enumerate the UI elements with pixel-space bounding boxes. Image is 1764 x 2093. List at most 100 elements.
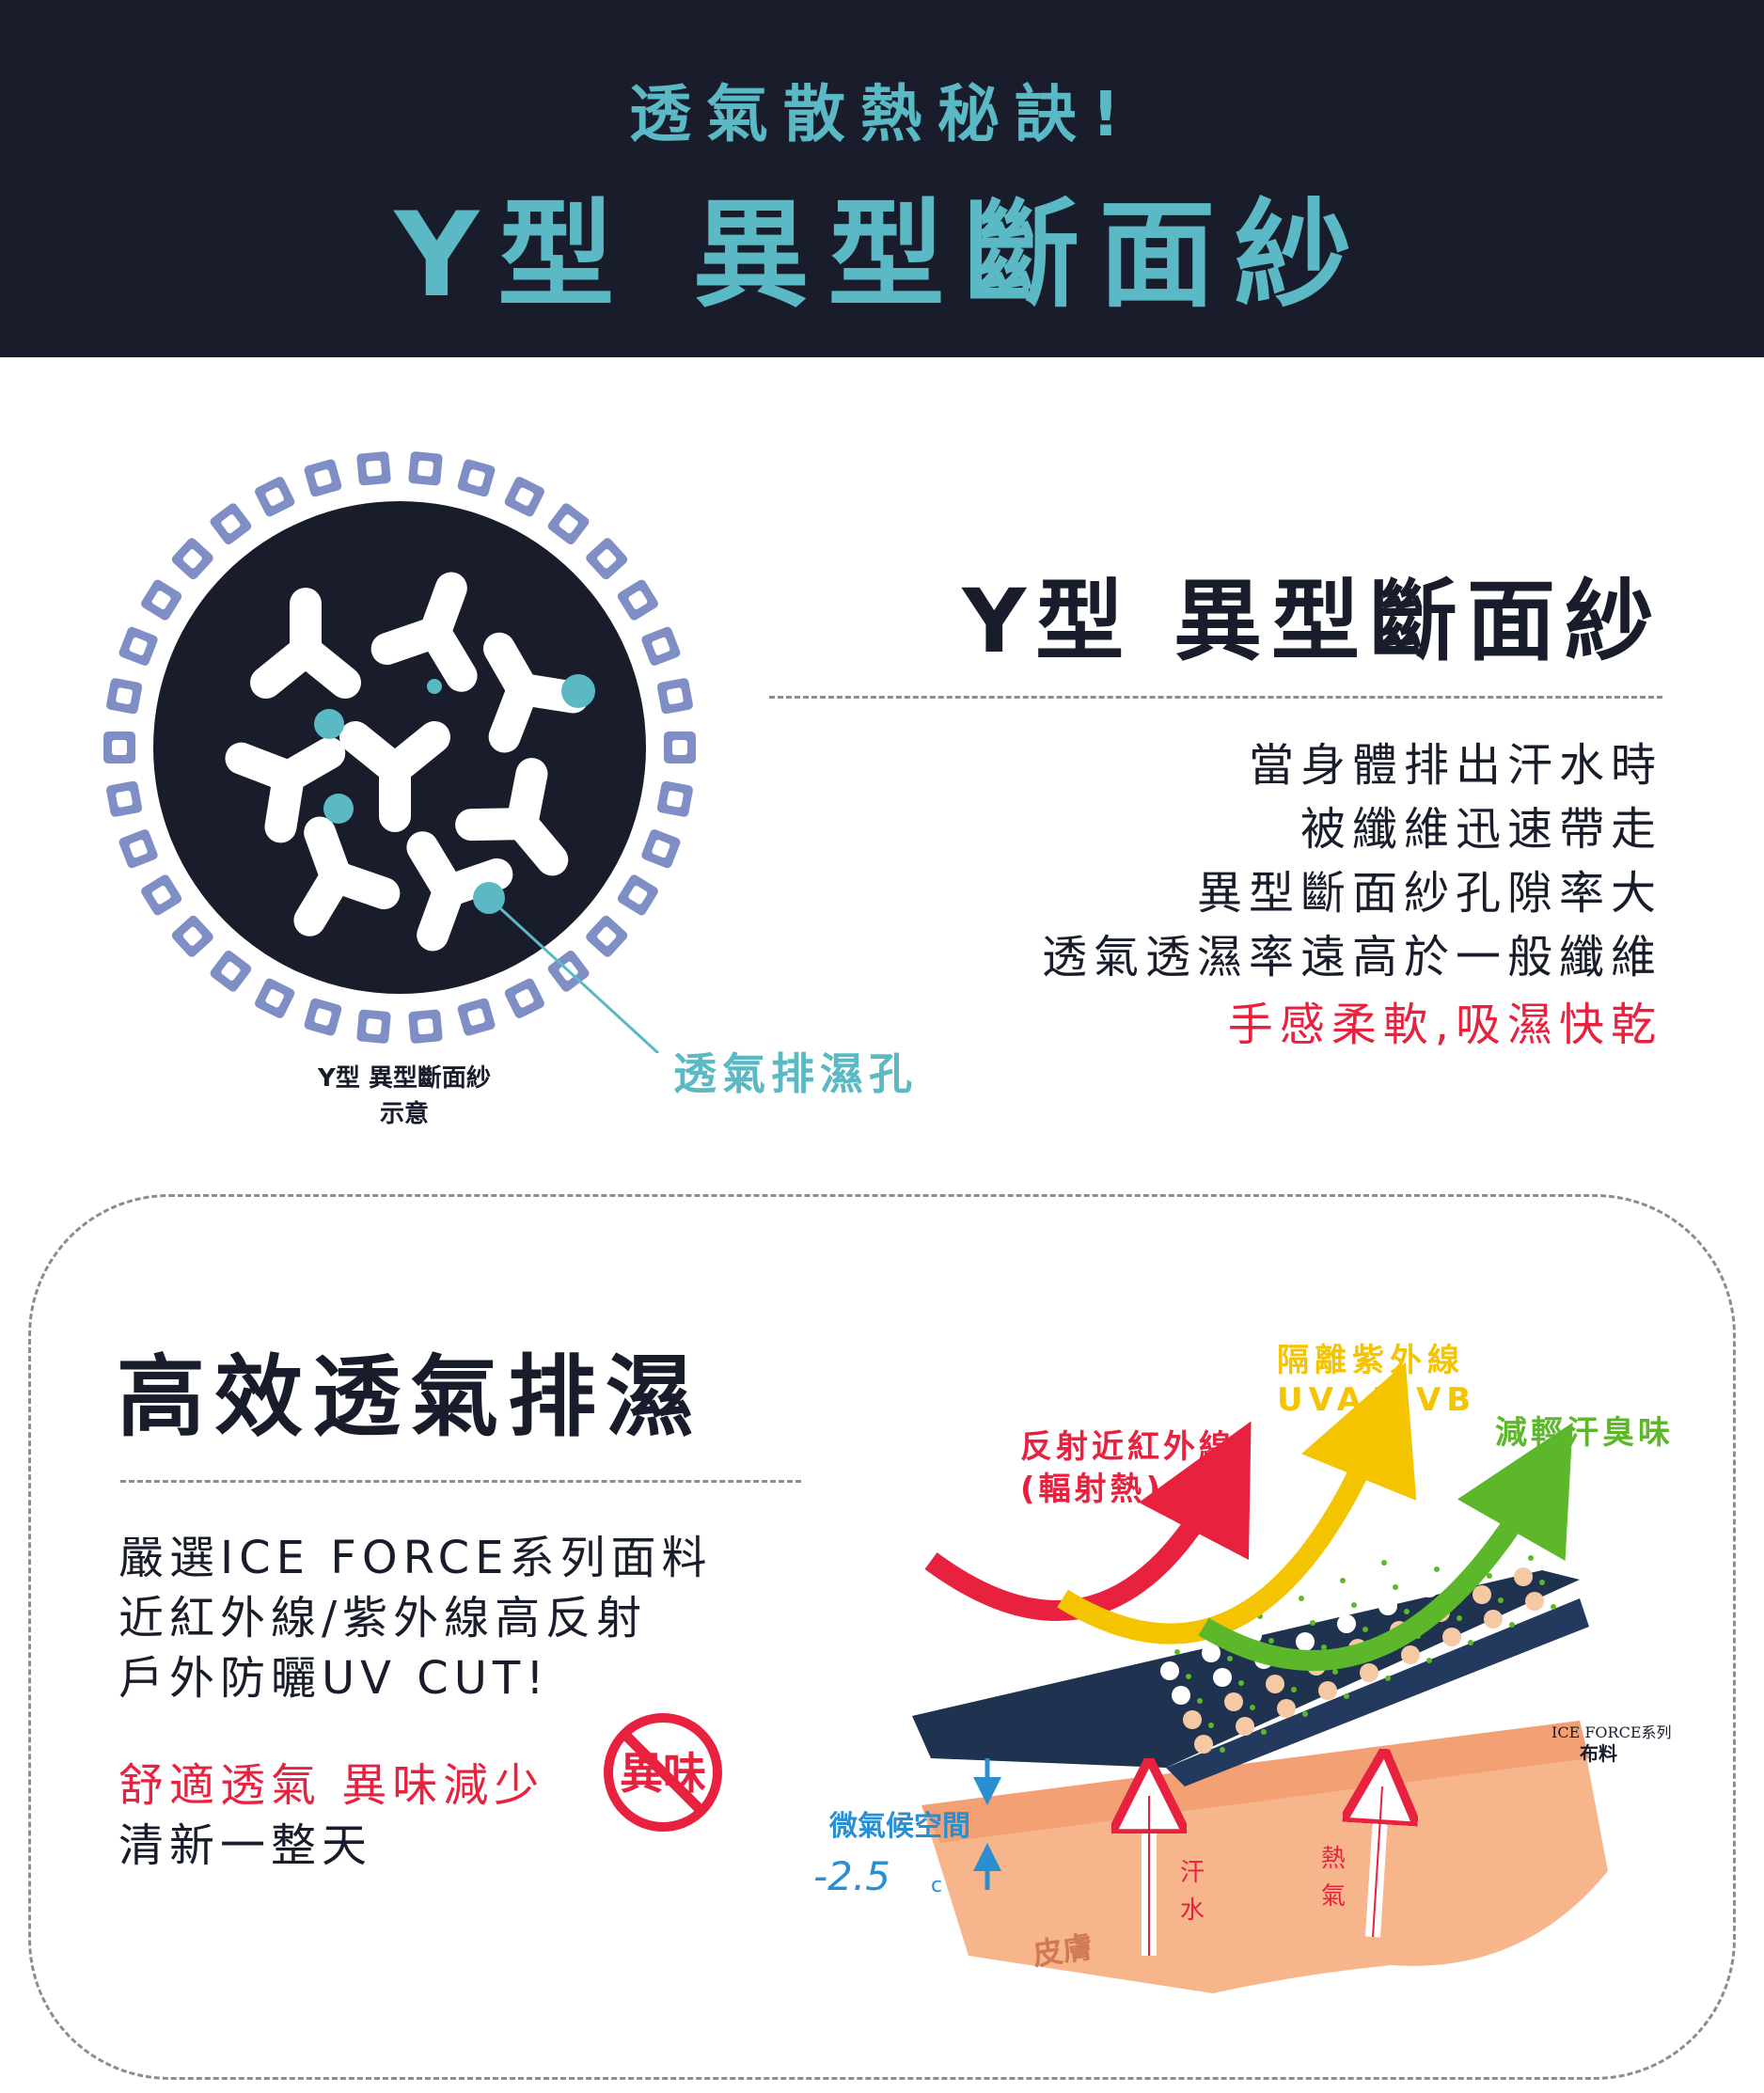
fabric-fiber-dot <box>1302 1711 1308 1717</box>
fabric-fiber-dot <box>1393 1584 1398 1590</box>
fiber-square-hole <box>667 790 684 808</box>
fabric-fiber-dot <box>1291 1687 1297 1692</box>
pore-pointer-line <box>487 896 660 1053</box>
fiber-square-hole <box>515 989 534 1008</box>
no-odor-icon: 異味 <box>604 1713 722 1832</box>
fabric-hole <box>1202 1644 1221 1662</box>
heat-label-1: 熱 <box>1321 1845 1346 1873</box>
fabric-fiber-dot <box>1381 1560 1387 1566</box>
fiber-square-hole <box>652 840 670 858</box>
section2-title: 高效透氣排濕 <box>117 1346 704 1449</box>
pores <box>314 674 595 914</box>
temperature-unit: c <box>931 1874 942 1897</box>
uv-label: 隔離紫外線 <box>1277 1342 1465 1379</box>
sweat-label-2: 水 <box>1180 1896 1205 1925</box>
fabric-hole <box>1360 1663 1378 1682</box>
fiber-square-hole <box>221 514 241 534</box>
fabric-fiber-dot <box>1186 1674 1191 1679</box>
fiber-square-hole <box>597 926 617 946</box>
fiber-square-hole <box>628 590 648 610</box>
fabric-hole <box>1514 1567 1533 1586</box>
comfort-text: 舒適透氣 異味減少 清新一整天 <box>118 1755 544 1876</box>
description-highlight: 手感柔軟,吸濕快乾 <box>1227 999 1662 1051</box>
fiber-square-hole <box>265 487 284 506</box>
pore-label: 透氣排濕孔 <box>673 1048 918 1099</box>
fabric-hole <box>1183 1710 1202 1729</box>
fiber-square-hole <box>314 469 332 487</box>
fabric-hole <box>1401 1645 1420 1664</box>
fabric-fiber-dot <box>1268 1638 1274 1644</box>
fabric-hole <box>1296 1632 1315 1651</box>
fabric-fiber-dot <box>1457 1615 1462 1621</box>
fabric-fiber-dot <box>1220 1747 1225 1753</box>
divider <box>769 696 1662 699</box>
fabric-hole <box>1378 1597 1397 1615</box>
section1-description: 當身體排出汗水時 被纖維迅速帶走 異型斷面紗孔隙率大 透氣透濕率遠高於一般纖維 … <box>1042 733 1662 1057</box>
fabric-fiber-dot <box>1468 1640 1473 1645</box>
section2-frame <box>28 1194 1736 2080</box>
fabric-fiber-dot <box>1261 1729 1267 1735</box>
diagram-caption-line2: 示意 <box>379 1100 429 1128</box>
fabric-hole <box>1356 1548 1375 1566</box>
fabric-hole <box>1277 1699 1296 1718</box>
fabric-fiber-dot <box>1321 1644 1327 1650</box>
fabric-fiber-dot <box>1498 1597 1504 1603</box>
description-line: 被纖維迅速帶走 <box>1299 803 1662 856</box>
uv-sublabel: UVA/UVB <box>1277 1381 1476 1419</box>
fiber-square-hole <box>467 469 485 487</box>
fabric-hole <box>1420 1579 1439 1597</box>
fabric-hole <box>1194 1735 1213 1754</box>
fabric-fiber-dot <box>1528 1555 1534 1561</box>
fabric-fiber-dot <box>1238 1680 1244 1686</box>
fiber-square-hole <box>628 885 648 905</box>
fabric-hole <box>1337 1614 1356 1633</box>
feature-list: 嚴選ICE FORCE系列面料 近紅外線/紫外線高反射 戶外防曬UV CUT! <box>118 1528 712 1708</box>
fabric-hole <box>1484 1610 1503 1629</box>
fiber-square-hole <box>221 961 241 981</box>
fabric-fiber-dot <box>1487 1573 1492 1579</box>
description-line: 異型斷面紗孔隙率大 <box>1196 867 1662 920</box>
fabric-fiber-dot <box>1509 1622 1515 1628</box>
fabric-hole <box>1409 1554 1427 1573</box>
comfort-line-1: 舒適透氣 異味減少 <box>118 1759 545 1812</box>
fiber-square-hole <box>116 790 133 808</box>
fiber-square-hole <box>129 840 148 858</box>
description-line: 透氣透濕率遠高於一般纖維 <box>1041 931 1662 984</box>
fiber-square-hole <box>597 549 617 569</box>
fiber-square-hole <box>182 549 202 569</box>
fiber-square-hole <box>366 1018 382 1035</box>
temperature-value: -2.5 <box>813 1853 890 1899</box>
fabric-fiber-dot <box>1426 1658 1432 1663</box>
fabric-hole <box>1315 1566 1333 1584</box>
fiber-square-hole <box>116 687 133 705</box>
fiber-square-hole <box>667 687 684 705</box>
fabric-layer-illustration: 皮膚 反射近紅外線 (輻射熱) 隔離紫外線 UVA/UVB 減輕汗臭味 ICE … <box>813 1342 1672 1993</box>
fabric-fiber-dot <box>1310 1620 1315 1626</box>
fabric-label: 布料 <box>1580 1742 1617 1765</box>
fiber-square-hole <box>672 740 687 755</box>
fabric-hole <box>1473 1585 1491 1604</box>
fiber-ring <box>103 451 696 1044</box>
fabric-fiber-dot <box>1404 1609 1410 1614</box>
arrow-uv <box>1057 1361 1417 1644</box>
fabric-hole <box>1326 1590 1345 1609</box>
fabric-fiber-dot <box>1551 1604 1556 1610</box>
description-line: 當身體排出汗水時 <box>1248 739 1662 792</box>
fabric-hole <box>1367 1572 1386 1591</box>
fiber-square-hole <box>151 590 171 610</box>
feature-line: 嚴選ICE FORCE系列面料 <box>118 1532 713 1584</box>
fabric-fiber-dot <box>1299 1596 1304 1601</box>
y-yarn-cross-section-diagram <box>103 451 696 1053</box>
fabric-hole <box>1442 1628 1461 1646</box>
fabric-fiber-dot <box>1174 1649 1180 1655</box>
heat-label-2: 氣 <box>1321 1882 1346 1911</box>
fiber-square-hole <box>112 740 127 755</box>
fabric-fiber-dot <box>1197 1698 1203 1704</box>
fabric-hole <box>1284 1608 1303 1627</box>
header-banner: 透氣散熱秘訣! Y型 異型斷面紗 <box>0 0 1764 357</box>
fabric-hole <box>1172 1686 1190 1705</box>
fabric-hole <box>1318 1681 1337 1700</box>
fabric-fiber-dot <box>1362 1627 1368 1632</box>
arrow-odor <box>1198 1422 1573 1671</box>
fabric-fiber-dot <box>1340 1578 1346 1583</box>
